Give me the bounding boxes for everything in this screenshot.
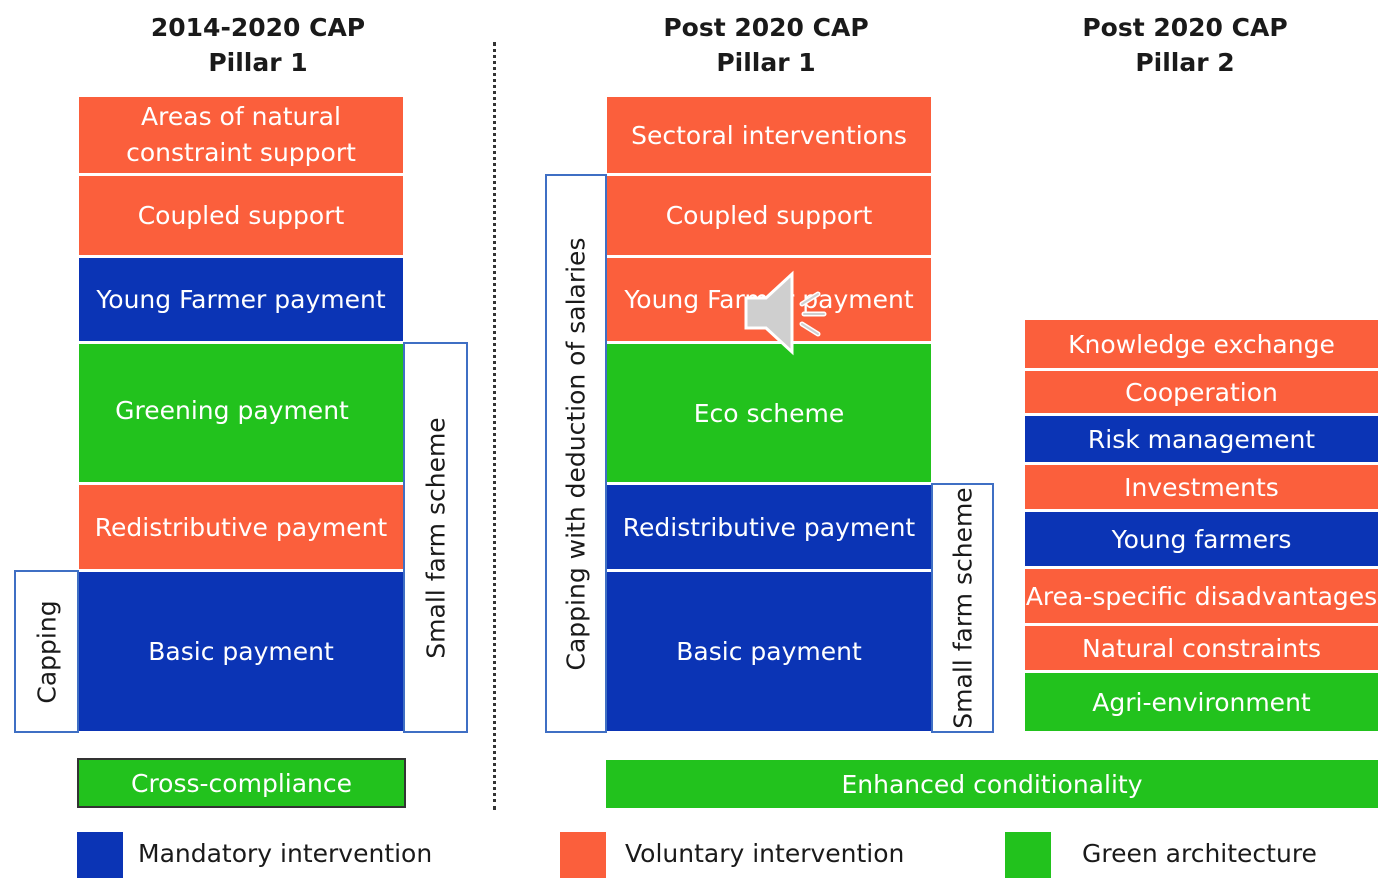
eco-scheme-block: Eco scheme xyxy=(607,344,931,482)
legend-voluntary-label: Voluntary intervention xyxy=(625,839,905,868)
areas-natural-constraint-block: Areas of natural constraint support xyxy=(79,97,403,173)
heading-line2: Pillar 1 xyxy=(208,48,308,77)
redistributive-block: Redistributive payment xyxy=(79,485,403,569)
pillar2-item: Risk management xyxy=(1025,416,1378,462)
column-divider xyxy=(493,42,496,810)
capping-deduction-label: Capping with deduction of salaries xyxy=(561,237,591,670)
enhanced-conditionality-bar: Enhanced conditionality xyxy=(606,760,1378,808)
pillar2-item: Knowledge exchange xyxy=(1025,320,1378,368)
heading-line1: Post 2020 CAP xyxy=(1082,13,1288,42)
coupled-support-block: Coupled support xyxy=(607,176,931,255)
areas-line1: Areas of natural xyxy=(141,102,341,131)
young-farmer-block: Young Farmer payment xyxy=(79,258,403,341)
pillar2-item: Investments xyxy=(1025,465,1378,509)
legend-mandatory-label: Mandatory intervention xyxy=(138,839,433,868)
capping-label: Capping xyxy=(32,599,61,704)
greening-block: Greening payment xyxy=(79,344,403,482)
col1-stack: Areas of natural constraint support Coup… xyxy=(79,97,403,731)
coupled-support-block: Coupled support xyxy=(79,176,403,255)
pillar2-item: Cooperation xyxy=(1025,371,1378,413)
areas-line2: constraint support xyxy=(126,138,356,167)
heading-2014-2020-pillar1: 2014-2020 CAP Pillar 1 xyxy=(98,10,418,80)
heading-line1: Post 2020 CAP xyxy=(663,13,869,42)
basic-payment-block: Basic payment xyxy=(607,572,931,731)
heading-line2: Pillar 2 xyxy=(1135,48,1235,77)
legend-mandatory-swatch xyxy=(77,832,123,878)
small-farm-scheme-box: Small farm scheme xyxy=(931,483,994,733)
capping-box: Capping xyxy=(14,570,79,733)
pillar2-item: Agri-environment xyxy=(1025,673,1378,731)
pillar2-item: Area-specific disadvantages xyxy=(1025,569,1378,623)
speaker-icon[interactable] xyxy=(738,268,834,358)
heading-line2: Pillar 1 xyxy=(716,48,816,77)
basic-payment-block: Basic payment xyxy=(79,572,403,731)
pillar2-item: Natural constraints xyxy=(1025,626,1378,670)
redistributive-block: Redistributive payment xyxy=(607,485,931,569)
cross-compliance-bar: Cross-compliance xyxy=(77,758,406,808)
small-farm-label: Small farm scheme xyxy=(421,416,450,659)
col2-stack: Sectoral interventions Coupled support Y… xyxy=(607,97,931,731)
col3-stack: Knowledge exchange Cooperation Risk mana… xyxy=(1025,320,1378,731)
heading-post2020-pillar2: Post 2020 CAP Pillar 2 xyxy=(1025,10,1345,80)
heading-line1: 2014-2020 CAP xyxy=(150,13,366,42)
heading-post2020-pillar1: Post 2020 CAP Pillar 1 xyxy=(606,10,926,80)
pillar2-item: Young farmers xyxy=(1025,512,1378,566)
sectoral-interventions-block: Sectoral interventions xyxy=(607,97,931,173)
legend-voluntary-swatch xyxy=(560,832,606,878)
small-farm-label: Small farm scheme xyxy=(948,487,977,729)
legend-green-label: Green architecture xyxy=(1082,839,1317,868)
legend-green-swatch xyxy=(1005,832,1051,878)
small-farm-scheme-box: Small farm scheme xyxy=(403,342,468,733)
capping-deduction-box: Capping with deduction of salaries xyxy=(545,174,607,733)
